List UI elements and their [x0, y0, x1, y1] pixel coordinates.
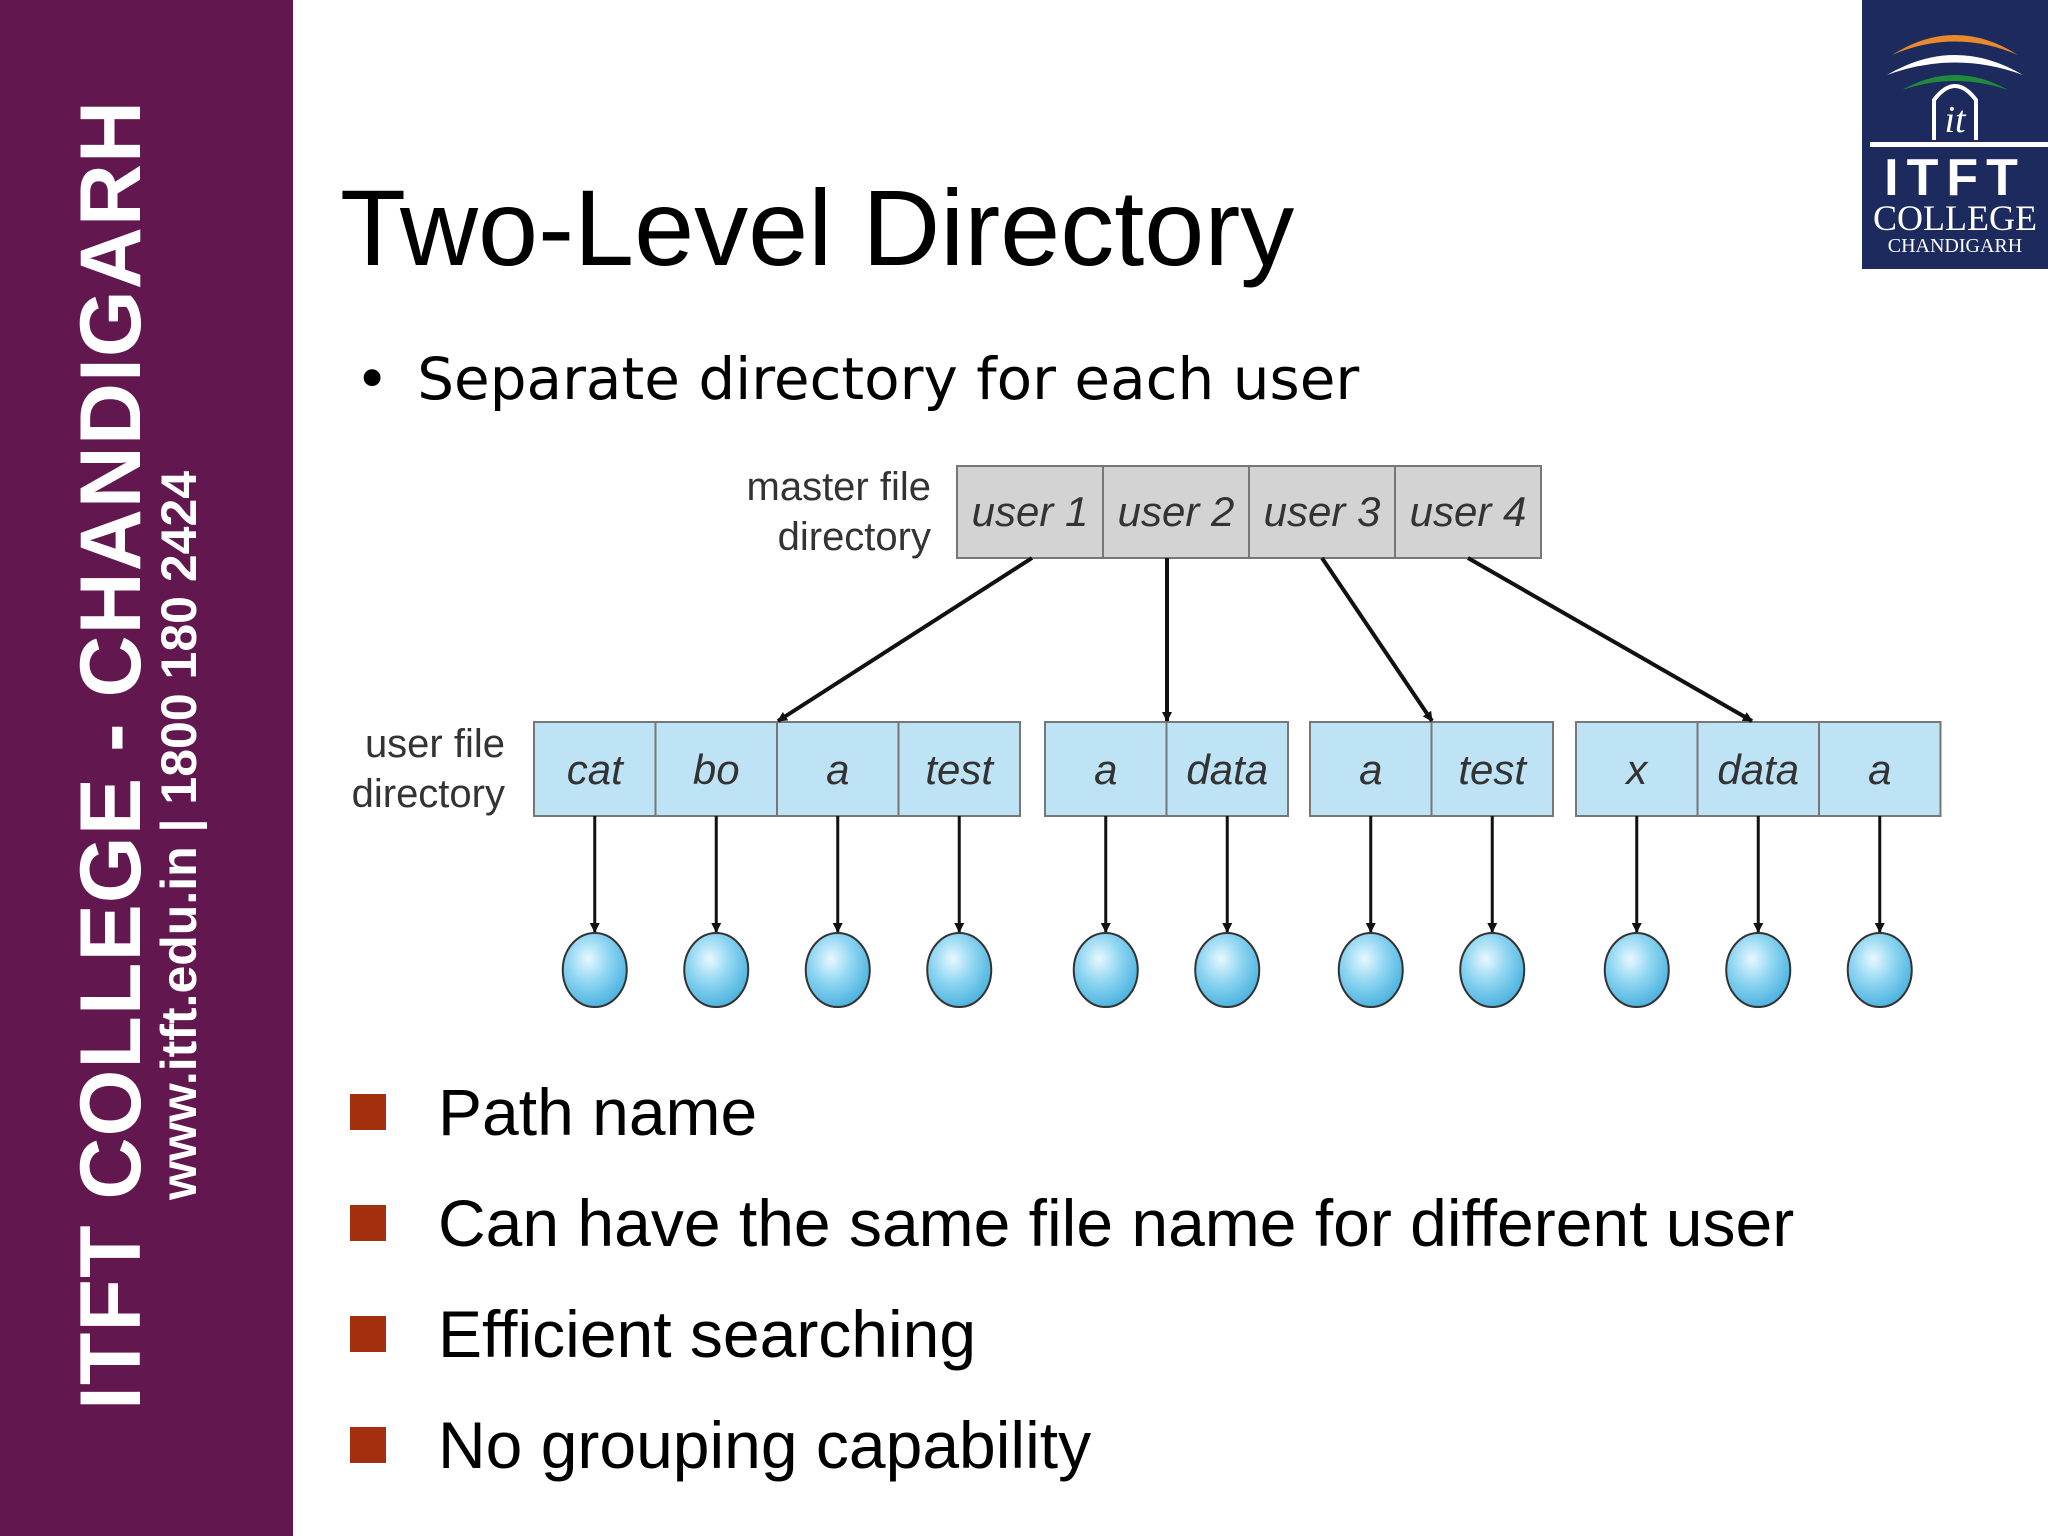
user-directory-label: directory — [352, 772, 505, 816]
point-text: No grouping capability — [438, 1408, 1092, 1482]
file-node — [1072, 932, 1139, 1008]
file-node — [561, 932, 628, 1008]
file-node — [926, 932, 993, 1008]
user-file-cell — [1309, 721, 1433, 817]
user-directory-label: user file — [365, 722, 505, 766]
svg-text:CHANDIGARH: CHANDIGARH — [1888, 235, 2022, 257]
slide-title: Two-Level Directory — [340, 167, 1295, 288]
user-file-cell — [1165, 721, 1289, 817]
directory-pointer-arrow — [776, 556, 1034, 723]
square-bullet-icon — [350, 1427, 386, 1463]
master-directory-label: directory — [778, 515, 931, 559]
user-file-label: a — [1359, 746, 1382, 793]
user-file-label: data — [1186, 746, 1268, 793]
point-same-file-name: Can have the same file name for differen… — [350, 1185, 1794, 1261]
user-file-cell — [654, 721, 778, 817]
user-file-cell — [1044, 721, 1168, 817]
file-node — [1725, 932, 1792, 1008]
user-file-cell — [1818, 721, 1942, 817]
file-node — [1459, 932, 1526, 1008]
subtitle-bullet: •Separate directory for each user — [355, 345, 1360, 413]
directory-pointer-arrow — [1320, 556, 1434, 723]
file-node — [1603, 932, 1670, 1008]
user-file-label: data — [1717, 746, 1799, 793]
svg-text:it: it — [1944, 99, 1967, 141]
svg-text:ITFT: ITFT — [1884, 149, 2026, 207]
user-file-label: test — [925, 746, 995, 793]
user-file-cell — [533, 721, 657, 817]
file-node — [1194, 932, 1261, 1008]
file-node — [683, 932, 750, 1008]
directory-pointer-arrow — [1467, 556, 1753, 723]
point-path-name: Path name — [350, 1074, 757, 1150]
svg-text:COLLEGE: COLLEGE — [1873, 198, 2037, 238]
point-text: Efficient searching — [438, 1297, 977, 1371]
square-bullet-icon — [350, 1316, 386, 1352]
square-bullet-icon — [350, 1094, 386, 1130]
master-entry-label: user 1 — [972, 488, 1089, 535]
user-file-label: a — [1868, 746, 1891, 793]
file-node — [1846, 932, 1913, 1008]
point-efficient-searching: Efficient searching — [350, 1296, 976, 1372]
point-no-grouping: No grouping capability — [350, 1407, 1091, 1483]
master-entry-cell — [956, 465, 1104, 559]
file-node — [1337, 932, 1404, 1008]
user-file-label: cat — [567, 746, 625, 793]
master-entry-label: user 3 — [1264, 488, 1381, 535]
point-text: Can have the same file name for differen… — [438, 1186, 1795, 1260]
file-node — [804, 932, 871, 1008]
sidebar-banner: ITFT COLLEGE - CHANDIGARH www.itft.edu.i… — [0, 0, 293, 1536]
master-entry-label: user 4 — [1410, 488, 1527, 535]
user-file-cell — [897, 721, 1021, 817]
college-logo: it ITFT COLLEGE CHANDIGARH — [1862, 0, 2048, 269]
user-file-cell — [1430, 721, 1554, 817]
user-file-label: bo — [693, 746, 740, 793]
user-file-cell — [776, 721, 900, 817]
master-entry-cell — [1102, 465, 1250, 559]
master-directory-label: master file — [747, 465, 932, 509]
user-file-label: a — [1094, 746, 1117, 793]
user-file-cell — [1696, 721, 1820, 817]
square-bullet-icon — [350, 1205, 386, 1241]
master-entry-cell — [1248, 465, 1396, 559]
user-file-label: test — [1458, 746, 1528, 793]
user-file-label: a — [826, 746, 849, 793]
subtitle-text: Separate directory for each user — [417, 345, 1360, 413]
master-entry-label: user 2 — [1118, 488, 1235, 535]
user-file-label: x — [1624, 746, 1649, 793]
point-text: Path name — [438, 1075, 758, 1149]
